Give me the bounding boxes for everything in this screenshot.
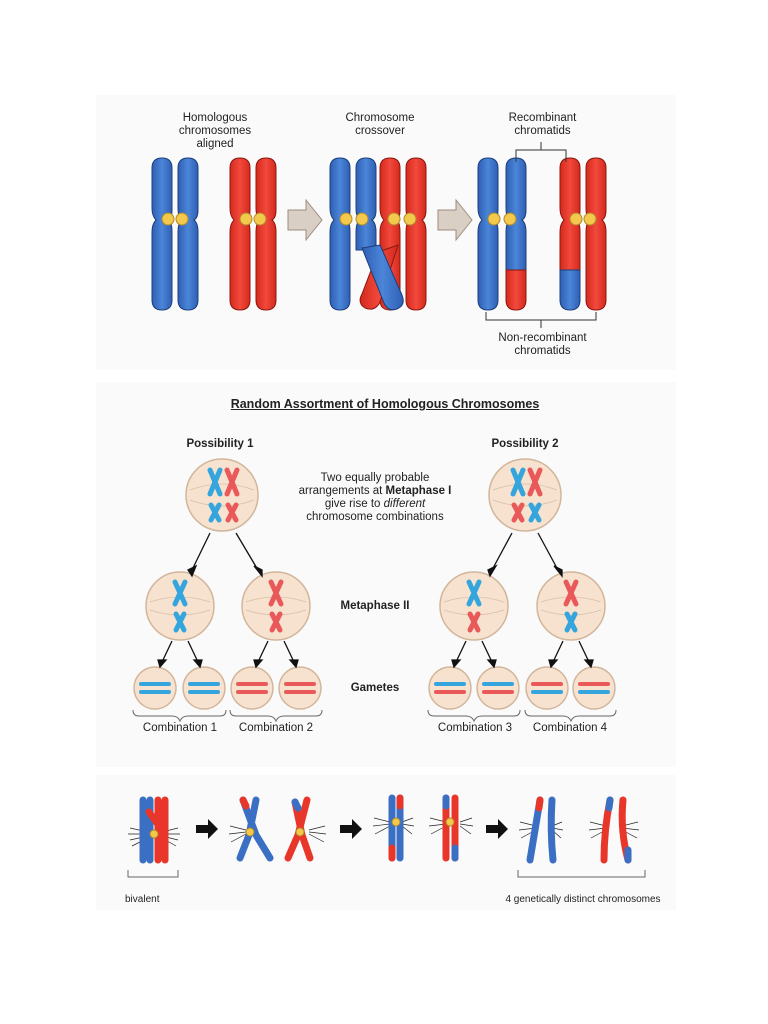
centromere: [253, 212, 267, 226]
centromere: [175, 212, 189, 226]
brace-combination-3: [427, 709, 521, 723]
centromere: [487, 212, 501, 226]
combination-2-label: Combination 2: [238, 722, 314, 734]
combination-4-label: Combination 4: [532, 722, 608, 734]
centromere: [387, 212, 401, 226]
centromere: [569, 212, 583, 226]
cell-metaphase-ii-4: [536, 571, 606, 641]
arrow-right: [340, 819, 362, 839]
centromere: [503, 212, 517, 226]
gametes-label: Gametes: [350, 682, 400, 694]
centromere: [403, 212, 417, 226]
red-chromosome-1: [229, 157, 277, 311]
gamete-8: [572, 666, 616, 710]
gamete-4: [278, 666, 322, 710]
gamete-1: [133, 666, 177, 710]
combination-3-label: Combination 3: [437, 722, 513, 734]
distinct-chromosomes-label: 4 genetically distinct chromosomes: [505, 894, 661, 905]
metaphase-ii-label: Metaphase II: [340, 600, 410, 612]
centromere: [355, 212, 369, 226]
non-recombinant-bracket: [485, 312, 597, 328]
arrow-right: [486, 819, 508, 839]
centromere: [239, 212, 253, 226]
recombinant-chromosomes: [477, 157, 607, 311]
cell-metaphase-ii-2: [241, 571, 311, 641]
possibility-1-label: Possibility 1: [186, 438, 254, 450]
combination-1-label: Combination 1: [142, 722, 218, 734]
metaphase-i-description: Two equally probable arrangements at Met…: [298, 472, 452, 523]
brace-combination-1: [132, 709, 227, 723]
assortment-title: Random Assortment of Homologous Chromoso…: [230, 397, 540, 411]
cell-metaphase-ii-1: [145, 571, 215, 641]
brace-combination-4: [524, 709, 617, 723]
panel-bivalent: [96, 775, 676, 910]
recombinant-bracket: [515, 142, 567, 162]
step-arrow: [287, 198, 323, 242]
brace-combination-2: [229, 709, 323, 723]
gamete-2: [182, 666, 226, 710]
bivalent-label: bivalent: [125, 894, 160, 905]
gamete-3: [230, 666, 274, 710]
gamete-7: [525, 666, 569, 710]
cell-metaphase-ii-3: [439, 571, 509, 641]
arrow-right: [196, 819, 218, 839]
centromere: [583, 212, 597, 226]
centromere: [339, 212, 353, 226]
gamete-5: [428, 666, 472, 710]
blue-chromosome-1: [151, 157, 199, 311]
step-arrow: [437, 198, 473, 242]
centromere: [161, 212, 175, 226]
possibility-2-label: Possibility 2: [491, 438, 559, 450]
gamete-6: [476, 666, 520, 710]
